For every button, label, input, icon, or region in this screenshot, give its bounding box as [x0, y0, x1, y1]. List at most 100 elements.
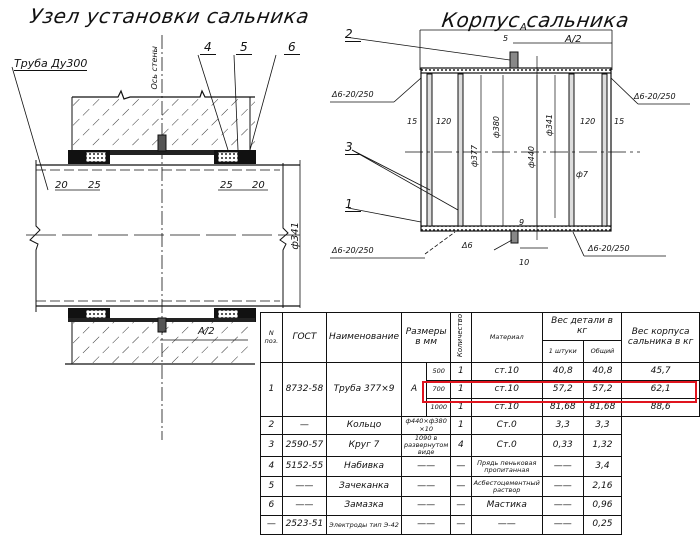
cell-material: Ст.0 — [470, 433, 543, 458]
dim-gap-9: 9 — [519, 218, 525, 227]
table-row: — 2523-51 Электроды тип Э-42 —— — —— —— … — [260, 515, 700, 536]
cell-qty: — — [450, 515, 472, 536]
dim-d380: ф380 — [492, 116, 501, 139]
dim-half-a-right: A/2 — [565, 34, 582, 45]
cell-pos: 6 — [260, 496, 283, 517]
cell-qty: — — [450, 496, 472, 517]
header-housing-weight: Вес корпуса сальника в кг — [621, 312, 700, 363]
cell-qty: 1 — [450, 398, 472, 417]
cell-weight-one: 81,68 — [541, 398, 584, 417]
weld-top-right: Δ6-20/250 — [634, 92, 676, 101]
cell-pos: — — [260, 515, 283, 536]
cell-material: Ст.0 — [470, 416, 543, 435]
cell-weight-one: —— — [541, 456, 584, 478]
cell-qty: 1 — [450, 380, 472, 399]
cell-name: Замазка — [326, 496, 402, 517]
cell-size: ф440×ф380 ×10 — [400, 416, 452, 435]
table-row: 4 5152-55 Набивка —— — Прядь пеньковая п… — [260, 456, 700, 478]
dim-right-spacing-120: 120 — [580, 117, 596, 126]
sleeve-top — [68, 134, 256, 164]
callout-2: 2 — [345, 27, 361, 42]
cell-weight-total: 81,68 — [582, 398, 623, 417]
cell-name: Кольцо — [326, 416, 402, 435]
cell-qty: — — [450, 456, 472, 478]
cell-weight-one: —— — [541, 496, 584, 517]
dim-d377: ф377 — [470, 145, 479, 168]
cell-name: Труба 377×9 — [326, 362, 402, 417]
callout-6: 6 — [284, 40, 300, 55]
table-row: 3 2590-57 Круг 7 1090 в развернутом виде… — [260, 433, 700, 458]
header-weight-part: Вес детали в кг — [541, 312, 623, 341]
cell-qty: 4 — [450, 433, 472, 458]
table-row: 6 —— Замазка —— — Мастика —— 0,96 — [260, 496, 700, 517]
cell-weight-total: 0,96 — [582, 496, 623, 517]
cell-weight-one: —— — [541, 515, 584, 536]
cell-weight-one: —— — [541, 476, 584, 498]
cell-material: Мастика — [470, 496, 543, 517]
cell-size: 1090 в развернутом виде — [400, 433, 452, 458]
cell-gost: 8732-58 — [281, 362, 328, 417]
dim-d440: ф440 — [527, 146, 536, 169]
dim-diameter-341: ф341 — [290, 222, 301, 250]
table-row: 5 —— Зачеканка —— — Асбестоцементный рас… — [260, 476, 700, 498]
cell-housing-weight: 62,1 — [621, 380, 700, 399]
dim-left-spacing-120: 120 — [436, 117, 452, 126]
weld-top-left: Δ6-20/250 — [332, 90, 374, 99]
dim-d7: ф7 — [576, 170, 588, 179]
cell-material: Асбестоцементный раствор — [470, 476, 543, 498]
cell-size: —— — [400, 476, 452, 498]
dim-right-end-15: 15 — [614, 117, 625, 126]
cell-material: Прядь пеньковая пропитанная — [470, 456, 543, 478]
dim-offset-5: 5 — [503, 34, 509, 43]
cell-gost: — — [281, 416, 328, 435]
table-row: 2 — Кольцо ф440×ф380 ×10 1 Ст.0 3,3 3,3 — [260, 416, 700, 435]
cell-pos: 1 — [260, 362, 283, 417]
header-weight-one: 1 штуки — [541, 340, 584, 363]
cell-weight-total: 57,2 — [582, 380, 623, 399]
cell-size-symbol: A — [400, 362, 428, 417]
cell-material: —— — [470, 515, 543, 536]
cell-weight-total: 2,16 — [582, 476, 623, 498]
callout-1: 1 — [345, 197, 361, 212]
cell-qty: 1 — [450, 416, 472, 435]
cell-weight-one: 3,3 — [541, 416, 584, 435]
header-pos: N поз. — [260, 312, 283, 363]
dim-left-end-15: 15 — [407, 117, 418, 126]
cell-material: ст.10 — [470, 380, 543, 399]
cell-weight-total: 3,4 — [582, 456, 623, 478]
cell-weight-total: 1,32 — [582, 433, 623, 458]
cell-gost: 5152-55 — [281, 456, 328, 478]
cell-size-a: 1000 — [426, 398, 452, 417]
cell-name: Круг 7 — [326, 433, 402, 458]
callout-4: 4 — [200, 40, 216, 55]
dim-left-b: 25 — [88, 180, 101, 191]
cell-pos: 5 — [260, 476, 283, 498]
cell-weight-total: 3,3 — [582, 416, 623, 435]
cell-size: —— — [400, 496, 452, 517]
header-name: Наименование — [326, 312, 402, 363]
cell-material: ст.10 — [470, 362, 543, 381]
cell-gost: 2523-51 — [281, 515, 328, 536]
dim-left-a: 20 — [55, 180, 68, 191]
cell-gost: —— — [281, 476, 328, 498]
weld-bottom-right: Δ6-20/250 — [588, 244, 630, 253]
dim-half-a: A/2 — [198, 326, 215, 337]
cell-pos: 3 — [260, 433, 283, 458]
cell-name: Электроды тип Э-42 — [326, 515, 402, 536]
cell-weight-one: 57,2 — [541, 380, 584, 399]
cell-housing-weight: 88,6 — [621, 398, 700, 417]
cell-gost: 2590-57 — [281, 433, 328, 458]
dim-right-a: 25 — [220, 180, 233, 191]
cell-weight-total: 40,8 — [582, 362, 623, 381]
header-gost: ГОСТ — [281, 312, 328, 363]
pipe — [26, 160, 301, 312]
cell-size: —— — [400, 456, 452, 478]
weld-bottom-left: Δ6-20/250 — [332, 246, 374, 255]
cell-weight-one: 40,8 — [541, 362, 584, 381]
specification-table: N поз. ГОСТ Наименование Размеры в мм Ко… — [260, 312, 700, 536]
cell-weight-one: 0,33 — [541, 433, 584, 458]
cell-size: —— — [400, 515, 452, 536]
cell-weight-total: 0,25 — [582, 515, 623, 536]
callout-3: 3 — [345, 140, 361, 155]
